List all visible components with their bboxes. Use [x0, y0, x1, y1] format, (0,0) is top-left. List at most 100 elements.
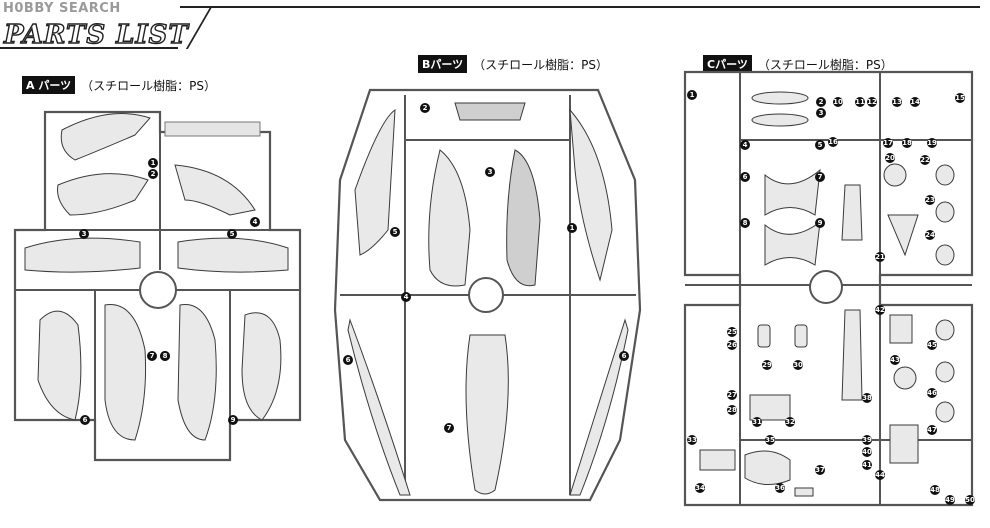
part-a9 [241, 312, 282, 421]
svg-text:15: 15 [955, 94, 965, 102]
svg-text:45: 45 [927, 341, 937, 349]
part-a3 [24, 237, 141, 273]
svg-text:9: 9 [818, 219, 823, 227]
part-number-c-34: 34 [695, 483, 705, 493]
part-number-c-30: 30 [793, 360, 803, 370]
part-c22 [883, 163, 907, 187]
svg-text:36: 36 [775, 484, 785, 492]
svg-text:44: 44 [875, 471, 885, 479]
svg-text:12: 12 [867, 98, 877, 106]
svg-text:6: 6 [743, 173, 748, 181]
part-number-c-23: 23 [925, 195, 935, 205]
svg-text:3: 3 [488, 168, 493, 176]
sprue-a-material: （スチロール樹脂：PS） [81, 78, 216, 93]
svg-text:3: 3 [82, 230, 87, 238]
svg-text:40: 40 [862, 448, 872, 456]
part-number-c-1: 1 [687, 90, 697, 100]
part-number-c-5: 5 [815, 140, 825, 150]
svg-text:16: 16 [828, 138, 838, 146]
svg-text:28: 28 [727, 406, 737, 414]
part-number-b-2: 2 [420, 103, 430, 113]
part-a7 [104, 304, 147, 441]
svg-text:48: 48 [930, 486, 940, 494]
part-number-c-48: 48 [930, 485, 940, 495]
part-number-c-9: 9 [815, 218, 825, 228]
svg-text:26: 26 [727, 341, 737, 349]
svg-text:11: 11 [855, 98, 865, 106]
part-number-c-41: 41 [862, 460, 872, 470]
svg-text:4: 4 [743, 141, 748, 149]
part-number-c-18: 18 [902, 138, 912, 148]
part-c46 [935, 361, 955, 383]
part-number-c-20: 20 [885, 153, 895, 163]
svg-text:6: 6 [622, 352, 627, 360]
part-number-c-45: 45 [927, 340, 937, 350]
sprue-b-material: （スチロール樹脂：PS） [473, 57, 609, 72]
part-number-c-17: 17 [883, 138, 893, 148]
part-b2 [454, 102, 526, 121]
svg-text:5: 5 [230, 230, 235, 238]
part-number-c-2: 2 [816, 97, 826, 107]
svg-text:1: 1 [570, 224, 575, 232]
svg-text:7: 7 [818, 173, 823, 181]
part-number-c-42: 42 [875, 305, 885, 315]
svg-text:4: 4 [404, 293, 409, 301]
sprue-a [13, 110, 302, 462]
title-frame [0, 17, 178, 49]
part-number-a-1: 1 [148, 158, 158, 168]
page-title: PARTS LIST [3, 19, 189, 50]
svg-text:39: 39 [862, 436, 872, 444]
part-c8-9 [764, 220, 821, 266]
part-number-c-10: 10 [833, 97, 843, 107]
part-number-c-28: 28 [727, 405, 737, 415]
part-b5 [354, 109, 396, 256]
svg-text:9: 9 [231, 416, 236, 424]
part-c35 [744, 450, 791, 485]
part-c43 [893, 366, 917, 390]
part-c31-32 [749, 394, 791, 421]
sprue-a-gate-tab [164, 121, 261, 137]
part-number-a-7: 7 [147, 351, 157, 361]
svg-text:34: 34 [695, 484, 705, 492]
part-number-c-39: 39 [862, 435, 872, 445]
part-c3 [751, 113, 809, 127]
part-number-c-40: 40 [862, 447, 872, 457]
part-number-c-19: 19 [927, 138, 937, 148]
svg-text:24: 24 [925, 231, 935, 239]
part-number-c-25: 25 [727, 327, 737, 337]
part-number-a-8: 8 [160, 351, 170, 361]
part-c20 [887, 214, 919, 257]
svg-text:5: 5 [393, 228, 398, 236]
svg-text:21: 21 [875, 253, 885, 261]
part-number-c-8: 8 [740, 218, 750, 228]
sprue-a-tag: A パーツ [22, 76, 76, 94]
part-number-c-26: 26 [727, 340, 737, 350]
sprue-b-label: Bパーツ （スチロール樹脂：PS） [418, 55, 608, 73]
part-number-c-37: 37 [815, 465, 825, 475]
part-number-a-9: 9 [228, 415, 238, 425]
part-number-c-15: 15 [955, 93, 965, 103]
part-b6-right [569, 318, 629, 496]
part-number-c-38: 38 [862, 393, 872, 403]
part-number-callouts: 1234567889123456671234567891011121314151… [79, 90, 975, 505]
svg-text:41: 41 [862, 461, 872, 469]
part-c36 [794, 487, 814, 497]
part-b4 [428, 149, 471, 287]
part-c29 [757, 324, 771, 348]
svg-text:13: 13 [892, 98, 902, 106]
svg-text:47: 47 [927, 426, 937, 434]
part-b3 [506, 149, 541, 287]
part-number-c-27: 27 [727, 390, 737, 400]
part-b1 [569, 108, 613, 282]
svg-text:31: 31 [752, 418, 762, 426]
svg-text:5: 5 [818, 141, 823, 149]
part-number-a-3: 3 [79, 229, 89, 239]
part-c2 [751, 91, 809, 105]
svg-text:18: 18 [902, 139, 912, 147]
svg-text:19: 19 [927, 139, 937, 147]
svg-text:3: 3 [819, 109, 824, 117]
part-number-a-2: 2 [148, 169, 158, 179]
part-number-c-50: 50 [965, 495, 975, 505]
svg-text:37: 37 [815, 466, 825, 474]
part-number-b-3: 3 [485, 167, 495, 177]
